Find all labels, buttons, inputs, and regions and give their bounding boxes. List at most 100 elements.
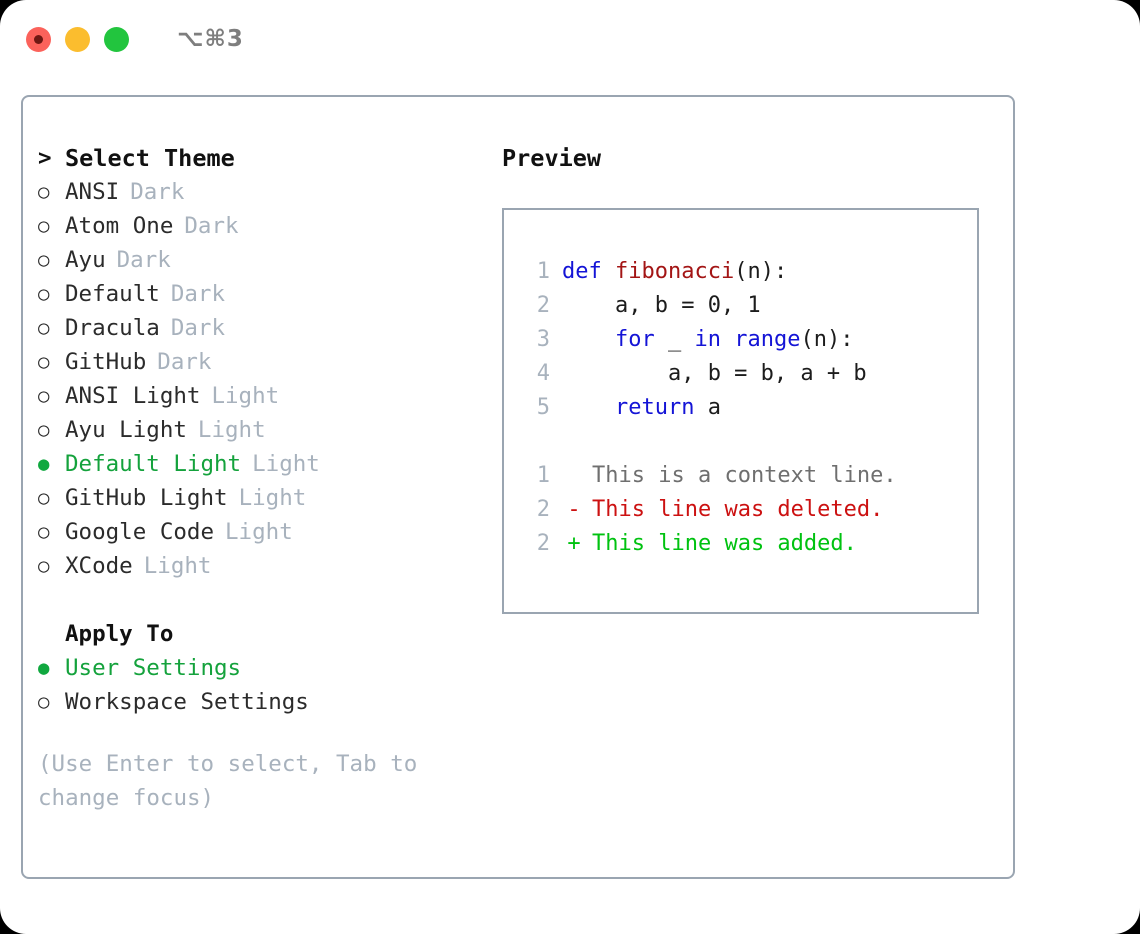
theme-name-label: Dracula (65, 315, 160, 341)
code-text: def fibonacci(n): (550, 255, 787, 289)
diff-sample: 1 This is a context line.2-This line was… (504, 459, 977, 561)
code-plain (562, 395, 615, 420)
diff-removed-marker: - (567, 497, 581, 522)
theme-list-item[interactable]: ○ Google Code Light (38, 515, 478, 549)
line-number: 1 (536, 463, 550, 488)
radio-unselected-icon[interactable]: ○ (38, 351, 50, 373)
code-text: return a (550, 391, 721, 425)
line-number: 2 (536, 293, 550, 318)
code-text: for _ in range(n): (550, 323, 853, 357)
radio-unselected-icon[interactable]: ○ (38, 249, 50, 271)
line-number: 3 (536, 327, 550, 352)
diff-line: 2+This line was added. (504, 527, 977, 561)
line-number: 4 (536, 361, 550, 386)
preview-title: Preview (502, 144, 602, 172)
close-button[interactable] (26, 26, 51, 52)
theme-name-label: Google Code (65, 519, 215, 545)
minimize-button[interactable] (65, 26, 90, 52)
code-line: 5 return a (504, 391, 977, 425)
radio-unselected-icon[interactable]: ○ (38, 385, 50, 407)
diff-line: 1 This is a context line. (504, 459, 977, 493)
code-diff-separator (504, 425, 977, 459)
code-keyword: in (694, 327, 721, 352)
code-line: 3 for _ in range(n): (504, 323, 977, 357)
apply-to-item[interactable]: ● User Settings (38, 651, 478, 685)
theme-variant-tag: Dark (170, 315, 226, 341)
apply-to-item[interactable]: ○ Workspace Settings (38, 685, 478, 719)
radio-selected-icon[interactable]: ● (38, 657, 50, 679)
apply-to-header: Apply To (38, 617, 478, 651)
theme-list-item[interactable]: ○ Ayu Dark (38, 243, 478, 277)
apply-to-list: ● User Settings ○ Workspace Settings (38, 651, 478, 719)
theme-name-label: Ayu Light (65, 417, 187, 443)
prompt-caret-icon: > (38, 145, 52, 171)
apply-to-label: Workspace Settings (65, 689, 309, 715)
theme-name-label: Default Light (65, 451, 242, 477)
theme-list-item[interactable]: ○ Ayu Light Light (38, 413, 478, 447)
radio-unselected-icon[interactable]: ○ (38, 215, 50, 237)
theme-list-item[interactable]: ● Default Light Light (38, 447, 478, 481)
theme-variant-tag: Light (211, 383, 280, 409)
theme-variant-tag: Dark (170, 281, 226, 307)
theme-variant-tag: Dark (157, 349, 212, 375)
line-number: 2 (536, 497, 550, 522)
title-bar: ⌥⌘3 (0, 0, 1140, 78)
theme-name-label: Default (65, 281, 160, 307)
radio-unselected-icon[interactable]: ○ (38, 283, 50, 305)
theme-variant-tag: Dark (130, 179, 185, 205)
code-function-name: fibonacci (614, 259, 735, 284)
radio-unselected-icon[interactable]: ○ (38, 691, 50, 713)
diff-text: This line was added. (592, 531, 857, 556)
line-number: 2 (536, 531, 550, 556)
code-plain (721, 327, 734, 352)
theme-name-label: GitHub (65, 349, 147, 375)
radio-unselected-icon[interactable]: ○ (38, 555, 50, 577)
radio-unselected-icon[interactable]: ○ (38, 181, 50, 203)
radio-unselected-icon[interactable]: ○ (38, 487, 50, 509)
theme-list-item[interactable]: ○ Dracula Dark (38, 311, 478, 345)
line-number: 5 (536, 395, 550, 420)
theme-variant-tag: Light (252, 451, 320, 477)
code-plain: a, b = b, a + b (562, 361, 867, 386)
diff-line: 2-This line was deleted. (504, 493, 977, 527)
radio-unselected-icon[interactable]: ○ (38, 317, 50, 339)
code-keyword: def (562, 259, 615, 284)
select-theme-header: > Select Theme (38, 141, 478, 175)
radio-unselected-icon[interactable]: ○ (38, 419, 50, 441)
theme-list-item[interactable]: ○ GitHub Dark (38, 345, 478, 379)
theme-name-label: ANSI (65, 179, 120, 205)
code-text: a, b = 0, 1 (550, 289, 761, 323)
theme-variant-tag: Dark (184, 213, 239, 239)
theme-list-item[interactable]: ○ XCode Light (38, 549, 478, 583)
theme-list-item[interactable]: ○ Default Dark (38, 277, 478, 311)
code-keyword: for (614, 327, 655, 352)
theme-variant-tag: Light (143, 553, 212, 579)
radio-selected-icon[interactable]: ● (38, 453, 50, 475)
radio-unselected-icon[interactable]: ○ (38, 521, 50, 543)
code-keyword: return (614, 395, 695, 420)
theme-list-item[interactable]: ○ ANSI Dark (38, 175, 478, 209)
theme-variant-tag: Light (197, 417, 266, 443)
code-text: a, b = b, a + b (550, 357, 867, 391)
theme-name-label: XCode (65, 553, 133, 579)
diff-text: This line was deleted. (592, 497, 884, 522)
theme-variant-tag: Dark (116, 247, 171, 273)
theme-name-label: GitHub Light (65, 485, 228, 511)
theme-variant-tag: Light (225, 519, 293, 545)
theme-name-label: Ayu (65, 247, 106, 273)
window-controls (26, 26, 129, 52)
code-line: 4 a, b = b, a + b (504, 357, 977, 391)
code-plain: a, b = 0, 1 (562, 293, 761, 318)
apply-to-label: User Settings (65, 655, 242, 681)
maximize-button[interactable] (104, 26, 129, 52)
